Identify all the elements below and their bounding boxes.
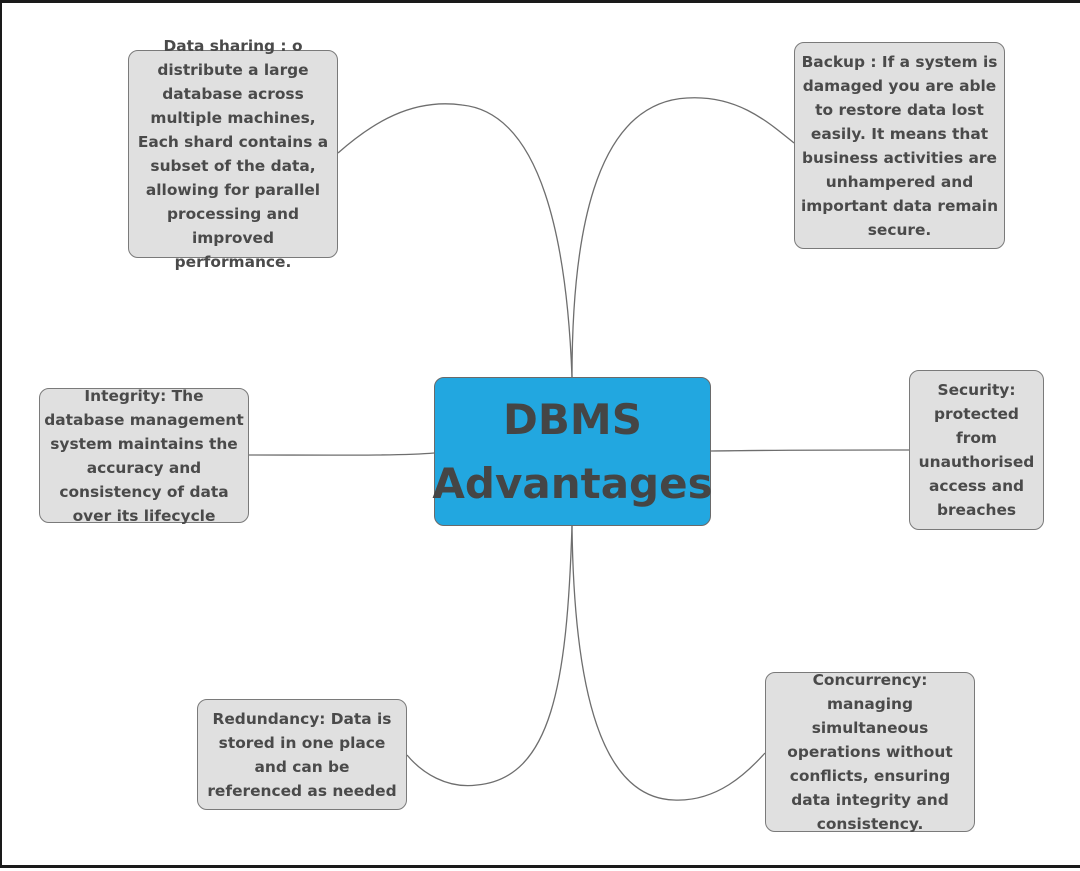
- node-security[interactable]: Security: protected from unauthorised ac…: [909, 370, 1044, 530]
- connector-redundancy: [406, 525, 573, 787]
- connector-security: [710, 449, 910, 452]
- connector-backup: [571, 97, 795, 378]
- node-redundancy[interactable]: Redundancy: Data is stored in one place …: [197, 699, 407, 810]
- connector-integrity: [248, 452, 435, 456]
- node-concurrency[interactable]: Concurrency: managing simultaneous opera…: [765, 671, 975, 833]
- connector-concurrency: [571, 525, 766, 801]
- connector-lines: [248, 97, 910, 801]
- node-data-sharing[interactable]: Data sharing : o distribute a large data…: [128, 37, 338, 271]
- central-topic[interactable]: DBMS Advantages: [432, 377, 713, 526]
- node-backup[interactable]: Backup : If a system is damaged you are …: [794, 42, 1005, 249]
- node-integrity[interactable]: Integrity: The database management syste…: [39, 387, 249, 525]
- connector-data-sharing: [337, 103, 573, 378]
